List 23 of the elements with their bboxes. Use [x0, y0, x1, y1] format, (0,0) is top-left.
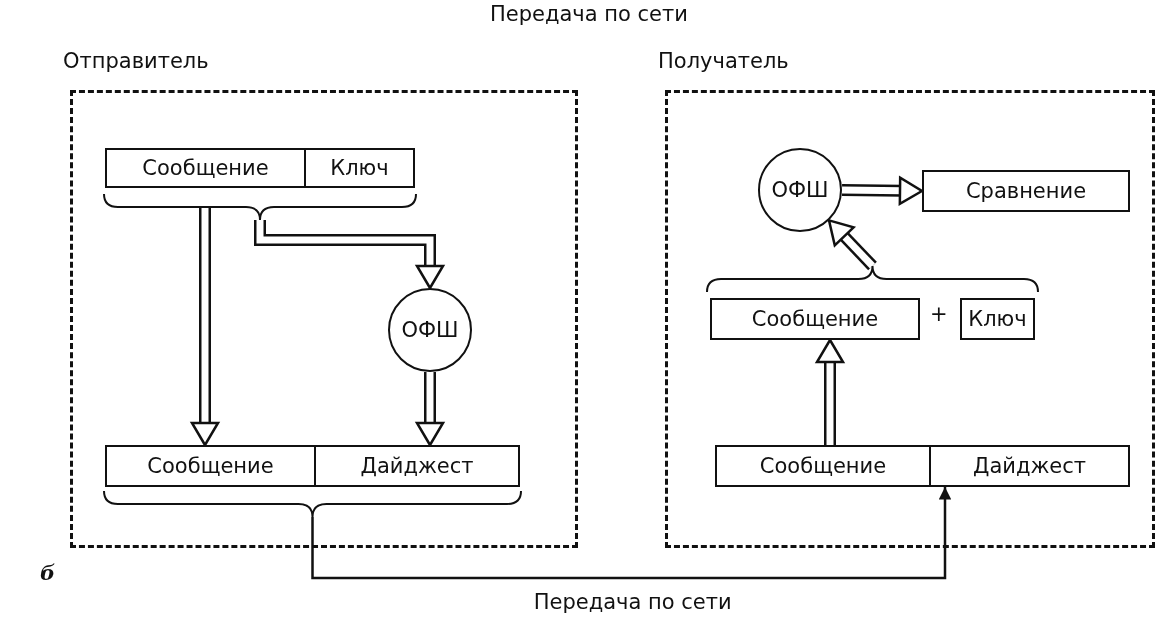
- hollow-arrow: [189, 208, 221, 448]
- plus-sign: +: [930, 302, 948, 326]
- curly-brace: [706, 266, 1039, 292]
- hollow-arrow: [414, 372, 446, 448]
- group-heading: Получатель: [658, 49, 789, 73]
- curly-brace: [103, 194, 417, 220]
- hash-function-circle: ОФШ: [388, 288, 472, 372]
- section-title: Передача по сети: [490, 2, 688, 26]
- hollow-arrow: [254, 220, 446, 291]
- curly-brace: [103, 491, 522, 517]
- network-arrow: [311, 487, 952, 580]
- hollow-arrow: [827, 218, 877, 271]
- hash-function-circle: ОФШ: [758, 148, 842, 232]
- process-box: Ключ: [960, 298, 1035, 340]
- edge-label: Передача по сети: [533, 590, 732, 614]
- panel-letter: б: [40, 560, 56, 585]
- process-box: Ключ: [304, 148, 415, 188]
- hollow-arrow: [841, 175, 925, 206]
- process-box: Дайджест: [929, 445, 1130, 487]
- process-box: Сообщение: [715, 445, 931, 487]
- process-box: Сообщение: [105, 148, 306, 188]
- group-heading: Отправитель: [63, 49, 209, 73]
- hollow-arrow: [814, 337, 846, 445]
